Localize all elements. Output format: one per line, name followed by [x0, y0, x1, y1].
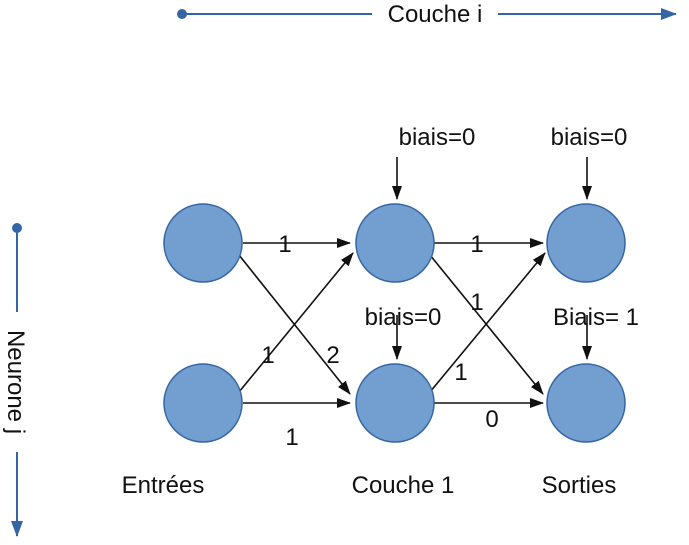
weight-in-bottom-to-hidden-top: 1	[261, 342, 274, 369]
weight-in-top-to-hidden-top: 1	[278, 231, 291, 258]
edge-in-bottom-to-hidden-top	[238, 252, 354, 393]
column-label-inputs: Entrées	[122, 472, 205, 499]
input-neuron-top	[163, 203, 243, 283]
bias-label-hidden-bottom: biais=0	[365, 304, 442, 331]
weight-in-bottom-to-hidden-bottom: 1	[285, 424, 298, 451]
layer-axis-origin-dot	[177, 9, 187, 19]
weight-hidden-bottom-to-out-top: 1	[454, 359, 467, 386]
weight-hidden-bottom-to-out-bottom: 0	[485, 406, 498, 433]
output-neuron-bottom	[546, 363, 626, 443]
hidden-neuron-top	[355, 203, 435, 283]
neuron-axis-label: Neurone j	[2, 330, 29, 434]
weight-hidden-top-to-out-top: 1	[470, 231, 483, 258]
weight-hidden-top-to-out-bottom: 1	[470, 289, 483, 316]
bias-label-output-top: biais=0	[551, 124, 628, 151]
neurons	[163, 203, 626, 443]
connections	[238, 157, 592, 408]
layer-axis: Couche i	[177, 0, 677, 28]
output-neuron-top	[546, 203, 626, 283]
column-label-hidden: Couche 1	[352, 472, 455, 499]
weight-in-top-to-hidden-bottom: 2	[326, 342, 339, 369]
layer-axis-label-bg	[372, 0, 498, 28]
weight-labels: 1 2 1 1 1 1 1 0	[261, 231, 498, 451]
layer-axis-label: Couche i	[388, 1, 483, 28]
column-labels: Entrées Couche 1 Sorties	[122, 472, 617, 499]
neuron-axis-origin-dot	[12, 223, 22, 233]
hidden-neuron-bottom	[355, 363, 435, 443]
neuron-axis-label-bg	[3, 312, 31, 452]
bias-label-hidden-top: biais=0	[399, 124, 476, 151]
bias-label-output-bottom: Biais= 1	[553, 304, 639, 331]
input-neuron-bottom	[163, 363, 243, 443]
edge-hidden-bottom-to-out-top	[429, 252, 546, 393]
column-label-outputs: Sorties	[542, 472, 617, 499]
neuron-axis: Neurone j	[2, 223, 31, 537]
bias-labels: biais=0 biais=0 biais=0 Biais= 1	[365, 124, 639, 331]
